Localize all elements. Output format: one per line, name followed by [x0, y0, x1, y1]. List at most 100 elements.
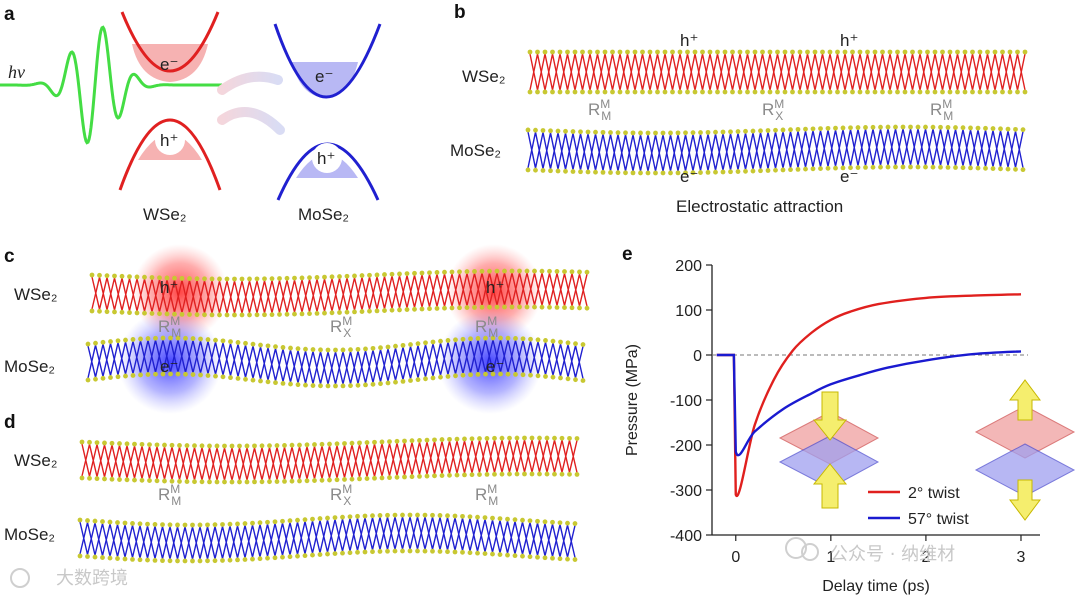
panel-b-hole-1: h⁺ — [680, 31, 698, 50]
chalcogen-atom — [205, 337, 211, 342]
chalcogen-atom — [394, 474, 400, 480]
chalcogen-atom — [509, 268, 515, 274]
chalcogen-atom — [427, 270, 432, 276]
chalcogen-atom — [235, 521, 240, 527]
chalcogen-atom — [475, 371, 481, 377]
chalcogen-atom — [540, 168, 546, 173]
chalcogen-atom — [983, 165, 988, 171]
chalcogen-atom — [1007, 89, 1013, 95]
chalcogen-atom — [175, 371, 181, 377]
chalcogen-atom — [277, 276, 282, 281]
chalcogen-atom — [267, 479, 272, 485]
chalcogen-atom — [479, 304, 485, 310]
chalcogen-atom — [767, 89, 773, 95]
chalcogen-atom — [243, 376, 248, 382]
chalcogen-atom — [122, 520, 128, 526]
wse2-electron-label: e⁻ — [160, 55, 178, 74]
panel-a-mose2-label: MoSe₂ — [298, 205, 349, 224]
chalcogen-atom — [632, 49, 638, 55]
chalcogen-atom — [134, 274, 140, 280]
chalcogen-atom — [533, 127, 538, 133]
chalcogen-atom — [242, 521, 248, 526]
chalcogen-atom — [962, 49, 968, 55]
chalcogen-atom — [262, 276, 267, 282]
chalcogen-atom — [299, 311, 305, 317]
chalcogen-atom — [992, 89, 998, 95]
chalcogen-atom — [415, 548, 420, 554]
chalcogen-atom — [820, 89, 825, 95]
chalcogen-atom — [235, 557, 240, 563]
chalcogen-atom — [870, 164, 876, 170]
chalcogen-atom — [795, 126, 801, 132]
chalcogen-atom — [430, 375, 436, 381]
chalcogen-atom — [393, 343, 398, 349]
chalcogen-atom — [497, 516, 503, 522]
chalcogen-atom — [865, 89, 870, 95]
chalcogen-atom — [134, 310, 140, 316]
chalcogen-atom — [617, 89, 623, 95]
chalcogen-atom — [484, 435, 490, 441]
chalcogen-atom — [700, 49, 705, 55]
chalcogen-atom — [577, 269, 582, 275]
chalcogen-atom — [767, 49, 773, 55]
chalcogen-atom — [469, 472, 475, 478]
chalcogen-atom — [202, 312, 207, 318]
chalcogen-atom — [92, 518, 98, 524]
chalcogen-atom — [280, 344, 286, 350]
chalcogen-atom — [100, 375, 106, 381]
chalcogen-atom — [257, 520, 263, 526]
chalcogen-atom — [797, 89, 803, 95]
chalcogen-atom — [409, 474, 415, 480]
chalcogen-atom — [524, 268, 530, 274]
chalcogen-atom — [855, 165, 861, 170]
chalcogen-atom — [387, 475, 392, 481]
chalcogen-atom — [93, 340, 98, 346]
chalcogen-atom — [424, 473, 430, 479]
chalcogen-atom — [825, 125, 831, 131]
chalcogen-atom — [805, 89, 810, 95]
chalcogen-atom — [932, 49, 938, 55]
chalcogen-atom — [295, 382, 301, 388]
chalcogen-atom — [237, 479, 242, 485]
chalcogen-atom — [803, 126, 808, 132]
chalcogen-atom — [527, 49, 533, 55]
chalcogen-atom — [355, 346, 361, 352]
chalcogen-atom — [348, 347, 353, 353]
chalcogen-atom — [85, 518, 90, 523]
chalcogen-atom — [359, 273, 365, 278]
chalcogen-atom — [585, 169, 591, 175]
chalcogen-atom — [295, 517, 300, 523]
chalcogen-atom — [567, 471, 572, 477]
chalcogen-atom — [509, 304, 515, 310]
panel-c-wse2-label: WSe₂ — [14, 285, 57, 304]
chalcogen-atom — [139, 477, 145, 483]
chalcogen-atom — [198, 372, 203, 378]
chalcogen-atom — [288, 345, 293, 351]
chalcogen-atom — [340, 347, 346, 353]
chalcogen-atom — [662, 49, 668, 55]
chalcogen-atom — [168, 371, 173, 377]
chalcogen-atom — [788, 127, 793, 133]
chalcogen-atom — [483, 335, 488, 341]
chalcogen-atom — [385, 548, 390, 554]
chalcogen-atom — [340, 550, 345, 556]
chalcogen-atom — [499, 471, 505, 477]
chalcogen-atom — [187, 276, 192, 281]
chalcogen-atom — [370, 549, 375, 555]
chalcogen-atom — [580, 49, 585, 55]
chalcogen-atom — [97, 308, 102, 314]
chalcogen-atom — [752, 49, 758, 55]
chalcogen-atom — [259, 443, 265, 449]
chalcogen-atom — [857, 49, 863, 55]
chalcogen-atom — [735, 129, 741, 134]
chalcogen-atom — [244, 443, 250, 449]
chalcogen-atom — [412, 270, 417, 276]
chalcogen-atom — [337, 310, 342, 315]
chalcogen-atom — [157, 311, 162, 317]
chalcogen-atom — [998, 166, 1003, 172]
chalcogen-atom — [535, 89, 540, 95]
chalcogen-atom — [400, 512, 405, 518]
